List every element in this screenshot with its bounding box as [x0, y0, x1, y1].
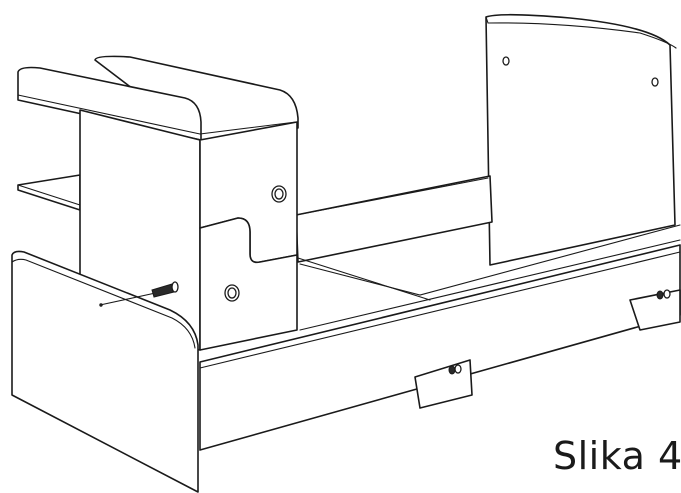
bolt-ring-lower: [227, 287, 237, 299]
inner-frame-line-2: [299, 224, 681, 296]
figure-caption: Slika 4.: [553, 434, 681, 478]
foot-bolt-middle-b: [454, 364, 462, 374]
headboard-hole-left: [502, 56, 510, 66]
foot-bolt-right-a: [656, 290, 664, 300]
foot-bolt-middle-a: [448, 365, 456, 375]
left-footboard-inner-edge: [11, 258, 196, 349]
screw-hole-dot: [99, 303, 103, 307]
bolt-ring-upper: [274, 188, 284, 200]
foot-bolt-right-b: [663, 289, 671, 299]
top-shelf-board: [17, 66, 202, 141]
middle-shelf: [17, 174, 81, 211]
front-rail-top-edge: [199, 251, 681, 369]
middle-shelf-edge: [17, 184, 81, 206]
headboard-hole-right: [651, 77, 659, 87]
top-shelf-front-edge: [17, 94, 201, 135]
inner-frame-line-3: [299, 239, 681, 331]
inner-frame-line-1: [297, 257, 431, 301]
right-headboard-panel: [485, 13, 676, 266]
back-rail: [295, 175, 493, 263]
back-rail-edge: [295, 177, 489, 216]
lower-side-panel: [199, 217, 298, 351]
left-footboard: [11, 250, 199, 493]
right-headboard-edge: [485, 16, 677, 49]
screw-head: [171, 281, 179, 293]
screw-guide-line: [99, 291, 161, 306]
top-shelf-surface: [199, 121, 297, 135]
top-shelf-back-board: [94, 55, 299, 141]
